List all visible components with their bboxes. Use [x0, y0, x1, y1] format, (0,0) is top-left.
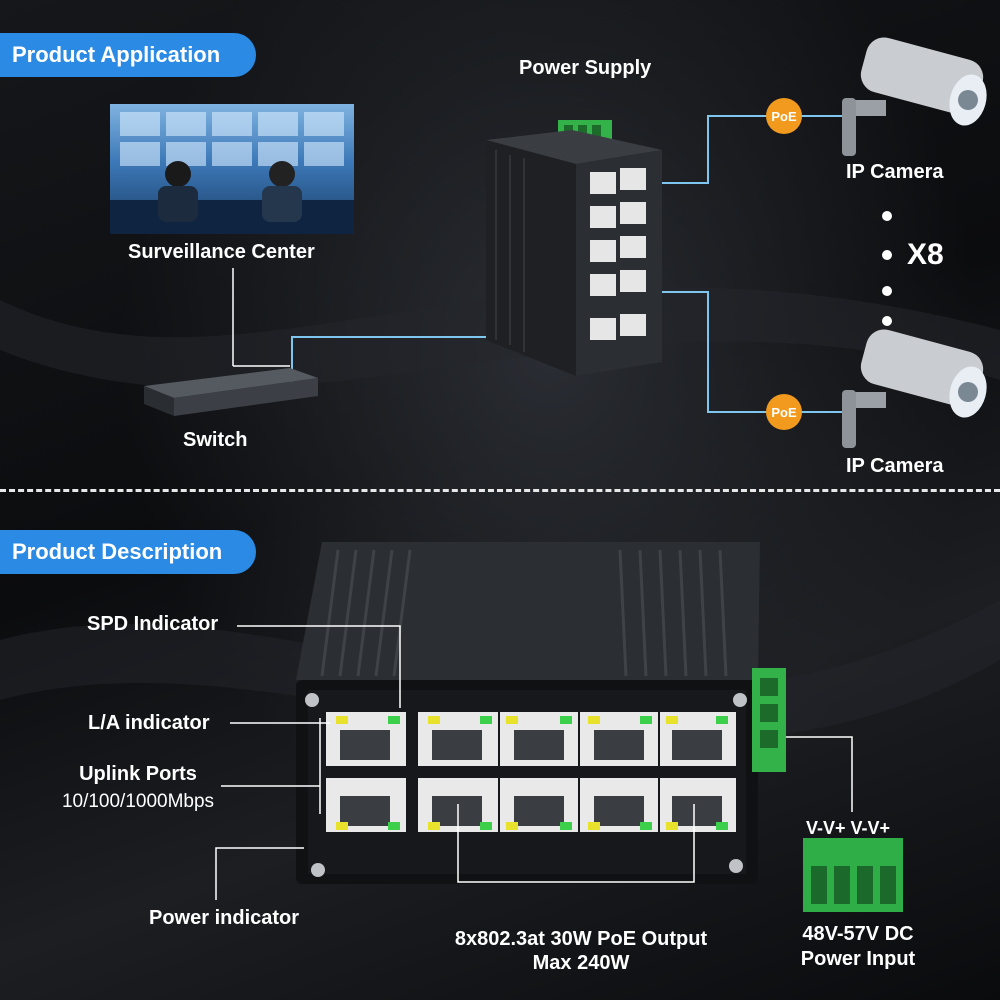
ellipsis-dot	[882, 286, 892, 296]
surveillance-center-image	[110, 104, 354, 234]
poe-badge: PoE	[766, 394, 802, 430]
ellipsis-dot	[882, 211, 892, 221]
label-poe-output: 8x802.3at 30W PoE Output Max 240W	[454, 928, 708, 974]
section-divider	[0, 489, 1000, 492]
ellipsis-dot	[882, 250, 892, 260]
section-heading-application: Product Application	[0, 33, 256, 77]
label-la-indicator: L/A indicator	[88, 712, 210, 734]
monitor-wall-icon	[110, 112, 354, 234]
label-power-indicator: Power indicator	[149, 907, 300, 929]
section-heading-description: Product Description	[0, 530, 256, 574]
label-power-supply: Power Supply	[519, 57, 652, 79]
poe-badge: PoE	[766, 98, 802, 134]
label-uplink-ports: Uplink Ports 10/100/1000Mbps	[61, 763, 215, 812]
ellipsis-dot	[882, 316, 892, 326]
label-power-input: 48V-57V DC Power Input	[800, 923, 916, 970]
label-ip-camera-bottom: IP Camera	[846, 455, 944, 477]
label-switch: Switch	[183, 429, 248, 451]
label-spd-indicator: SPD Indicator	[87, 613, 219, 635]
terminal-pin-labels: V-V+ V-V+	[806, 818, 891, 838]
camera-count: X8	[907, 238, 944, 271]
label-ip-camera-top: IP Camera	[846, 161, 944, 183]
label-surveillance-center: Surveillance Center	[128, 241, 315, 263]
